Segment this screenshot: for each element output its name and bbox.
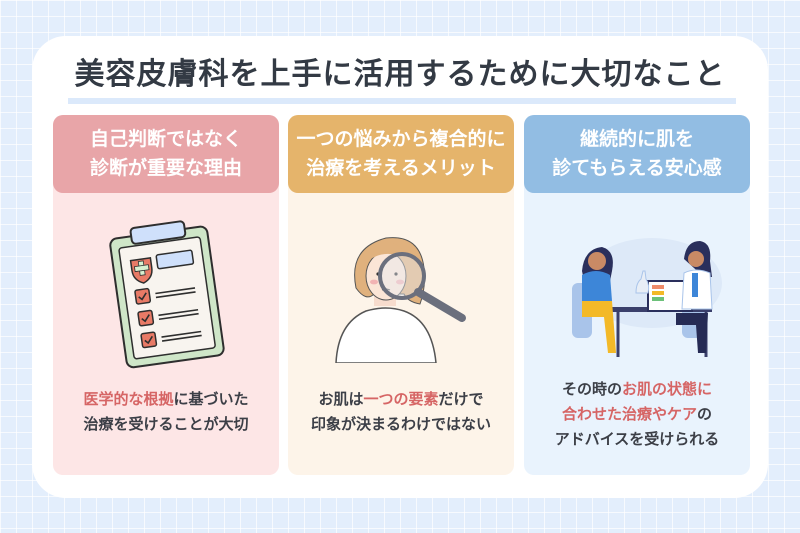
header-line: 診てもらえる安心感 [552, 157, 722, 179]
column-body: お肌は一つの要素だけで 印象が決まるわけではない [288, 387, 514, 437]
body-line: その時のお肌の状態に [561, 380, 713, 398]
page-title: 美容皮膚科を上手に活用するために大切なこと [74, 57, 726, 92]
clipboard-checklist-icon [53, 205, 279, 375]
column-diagnosis: 自己判断ではなく 診断が重要な理由 [53, 115, 279, 475]
column-body: その時のお肌の状態に 合わせた治療やケアの アドバイスを受けられる [524, 377, 750, 452]
body-line: 治療を受けることが大切 [83, 415, 249, 433]
header-line: 治療を考えるメリット [306, 157, 496, 179]
column-header: 継続的に肌を 診てもらえる安心感 [524, 115, 750, 193]
body-line: アドバイスを受けられる [554, 430, 720, 448]
header-line: 診断が重要な理由 [89, 157, 242, 179]
column-header: 自己判断ではなく 診断が重要な理由 [53, 115, 279, 193]
body-line: 合わせた治療やケアの [561, 405, 713, 423]
body-line: 医学的な根拠に基づいた [83, 390, 249, 408]
doctor-consultation-icon [524, 205, 750, 375]
column-holistic-treatment: 一つの悩みから複合的に 治療を考えるメリット お肌は一つの要素だけで 印象が決ま… [288, 115, 514, 475]
page-title-block: 美容皮膚科を上手に活用するために大切なこと [64, 52, 736, 106]
header-line: 継続的に肌を [579, 128, 694, 150]
woman-magnifying-glass-icon [288, 205, 514, 375]
column-continuous-care: 継続的に肌を 診てもらえる安心感 その時のお肌の状態に 合わせた治療やケアの ア… [524, 115, 750, 475]
body-line: お肌は一つの要素だけで [318, 390, 484, 408]
title-underline [68, 98, 736, 104]
header-line: 自己判断ではなく [89, 128, 242, 150]
column-header: 一つの悩みから複合的に 治療を考えるメリット [288, 115, 514, 193]
column-body: 医学的な根拠に基づいた 治療を受けることが大切 [53, 387, 279, 437]
body-line: 印象が決まるわけではない [310, 415, 491, 433]
header-line: 一つの悩みから複合的に [296, 128, 506, 150]
